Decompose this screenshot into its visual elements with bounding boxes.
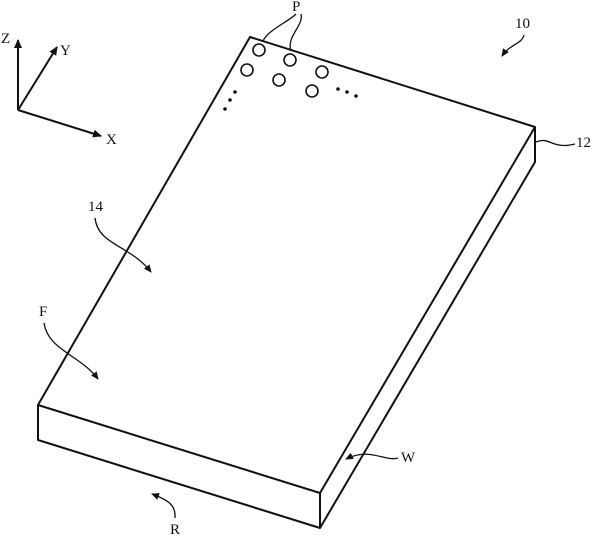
axes-icon [14, 39, 102, 138]
ref-label-p: P [292, 0, 301, 15]
leader-w [345, 452, 399, 460]
ref-label-14: 14 [88, 199, 103, 215]
ellipsis-dots [223, 87, 358, 111]
leader-14 [94, 217, 152, 273]
leader-r [151, 493, 176, 519]
axis-label-x: X [106, 132, 117, 148]
leader-p-1 [262, 13, 297, 42]
slab-body [37, 36, 536, 529]
leader-12 [535, 139, 576, 147]
axis-label-z: Z [1, 31, 11, 47]
ref-label-f: F [39, 304, 48, 320]
leader-10 [501, 34, 525, 57]
ref-label-w: W [401, 450, 416, 466]
leader-p-2 [289, 13, 302, 52]
ref-label-r: R [170, 522, 181, 538]
ref-label-12: 12 [576, 135, 591, 151]
points-p [240, 43, 329, 98]
ref-label-10: 10 [515, 16, 530, 32]
axis-label-y: Y [60, 43, 71, 59]
leader-f [43, 322, 99, 380]
